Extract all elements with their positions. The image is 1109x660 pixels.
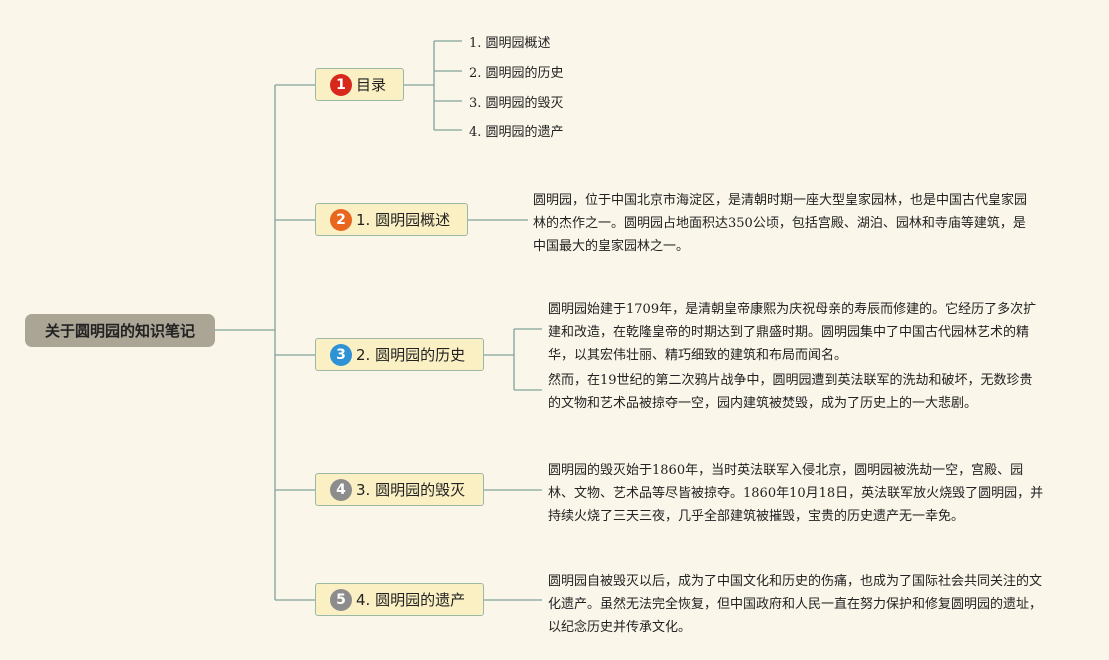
branch-destruction[interactable]: 4 3. 圆明园的毁灭 bbox=[315, 473, 484, 506]
branch-label: 3. 圆明园的毁灭 bbox=[356, 481, 466, 499]
root-title: 关于圆明园的知识笔记 bbox=[44, 322, 195, 340]
toc-item[interactable]: 2. 圆明园的历史 bbox=[469, 66, 564, 81]
number-badge-1: 1 bbox=[330, 73, 352, 96]
branch-legacy[interactable]: 5 4. 圆明园的遗产 bbox=[315, 583, 484, 616]
number-badge-2: 2 bbox=[330, 208, 352, 231]
branch-label: 目录 bbox=[356, 76, 387, 94]
branch-label: 4. 圆明园的遗产 bbox=[356, 591, 466, 609]
toc-item[interactable]: 4. 圆明园的遗产 bbox=[469, 125, 564, 140]
history-text-2: 然而，在19世纪的第二次鸦片战争中，圆明园遭到英法联军的洗劫和破坏，无数珍贵的文… bbox=[548, 373, 1033, 411]
branch-label: 1. 圆明园概述 bbox=[356, 211, 451, 229]
toc-item[interactable]: 1. 圆明园概述 bbox=[469, 36, 551, 51]
number-badge-3: 3 bbox=[330, 343, 352, 366]
branch-label: 2. 圆明园的历史 bbox=[356, 346, 466, 364]
history-text-1: 圆明园始建于1709年，是清朝皇帝康熙为庆祝母亲的寿辰而修建的。它经历了多次扩建… bbox=[548, 302, 1037, 363]
toc-item[interactable]: 3. 圆明园的毁灭 bbox=[469, 96, 564, 111]
overview-text: 圆明园，位于中国北京市海淀区，是清朝时期一座大型皇家园林，也是中国古代皇家园林的… bbox=[533, 193, 1028, 254]
branch-toc[interactable]: 1 目录 bbox=[315, 68, 404, 101]
legacy-text: 圆明园自被毁灭以后，成为了中国文化和历史的伤痛，也成为了国际社会共同关注的文化遗… bbox=[548, 574, 1043, 635]
branch-overview[interactable]: 2 1. 圆明园概述 bbox=[315, 203, 468, 236]
branch-history[interactable]: 3 2. 圆明园的历史 bbox=[315, 338, 484, 371]
number-badge-4: 4 bbox=[330, 478, 352, 501]
number-badge-5: 5 bbox=[330, 588, 352, 611]
root-node[interactable]: 关于圆明园的知识笔记 bbox=[25, 314, 215, 347]
destruction-text: 圆明园的毁灭始于1860年，当时英法联军入侵北京，圆明园被洗劫一空，宫殿、园林、… bbox=[548, 463, 1044, 524]
